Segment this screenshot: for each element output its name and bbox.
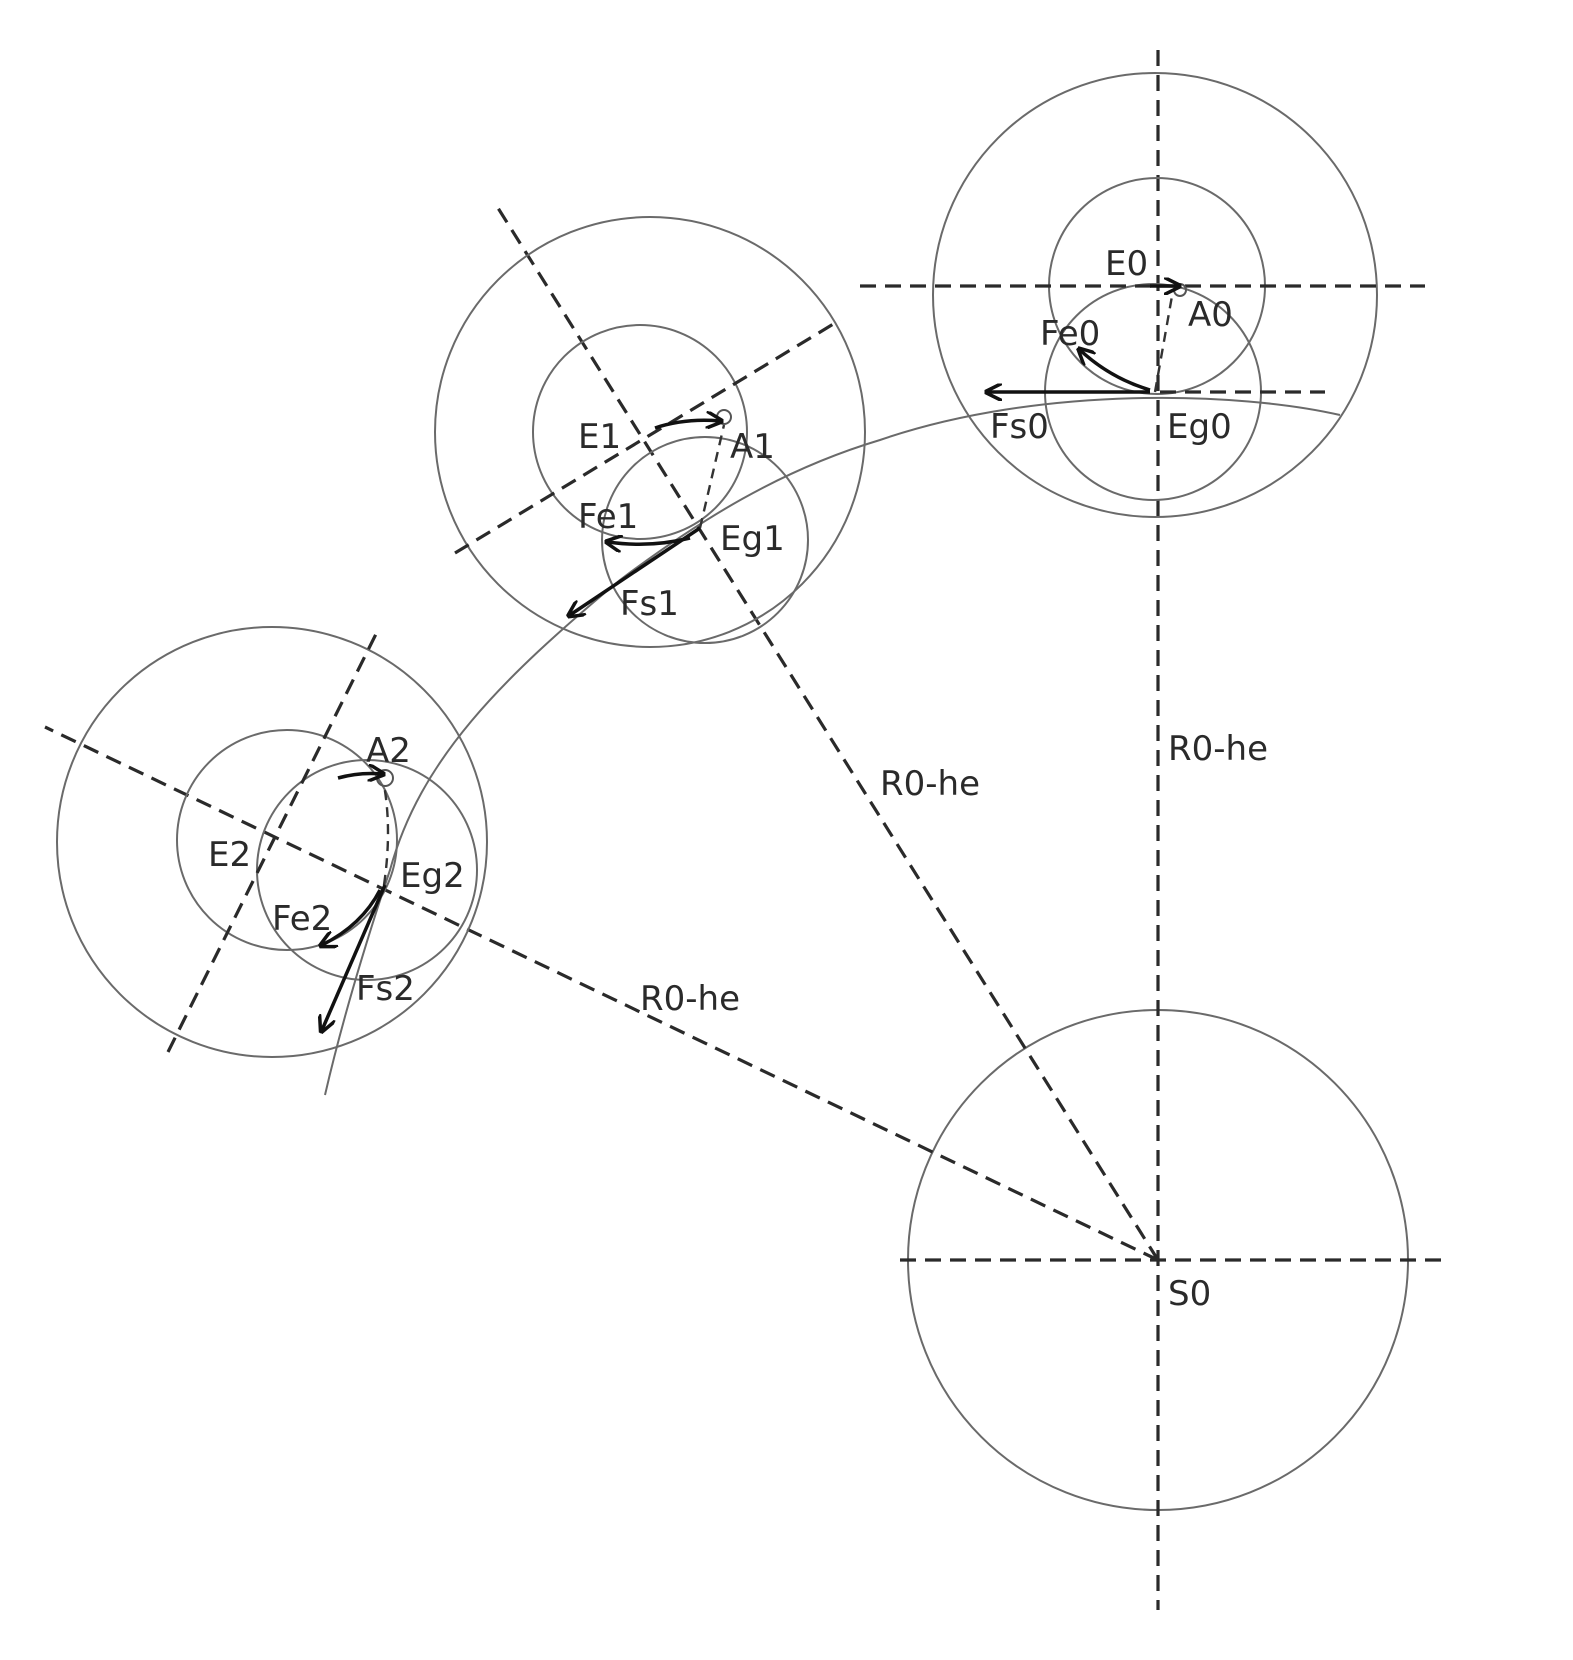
label-eg2: Eg2 — [400, 856, 465, 896]
label-fe1: Fe1 — [578, 497, 638, 537]
radius-line-2 — [44, 725, 1159, 1262]
label-fs1: Fs1 — [620, 584, 679, 624]
position-group-2: A2 E2 Eg2 Fe2 Fs2 — [56, 626, 488, 1058]
position-group-0: E0 A0 Fe0 Fs0 Eg0 — [860, 72, 1425, 518]
label-eg1: Eg1 — [720, 519, 785, 559]
orbit-path — [324, 396, 1341, 1096]
central-body-s0: S0 — [900, 50, 1450, 1610]
label-fe2: Fe2 — [272, 899, 332, 939]
label-e2: E2 — [208, 835, 251, 875]
label-a1: A1 — [730, 427, 775, 467]
label-fe0: Fe0 — [1040, 314, 1100, 354]
label-a2: A2 — [366, 731, 411, 771]
label-fs2: Fs2 — [356, 969, 415, 1009]
label-radius-2: R0-he — [640, 979, 740, 1019]
label-radius-0: R0-he — [1168, 729, 1268, 769]
label-eg0: Eg0 — [1167, 407, 1232, 447]
label-e0: E0 — [1105, 244, 1148, 284]
radius-line-1 — [496, 207, 1160, 1261]
label-radius-1: R0-he — [880, 764, 980, 804]
label-a0: A0 — [1188, 295, 1233, 335]
label-s0: S0 — [1168, 1274, 1211, 1314]
position-group-1: E1 A1 Fe1 Eg1 Fs1 — [434, 216, 866, 648]
label-fs0: Fs0 — [990, 407, 1049, 447]
label-e1: E1 — [578, 417, 621, 457]
